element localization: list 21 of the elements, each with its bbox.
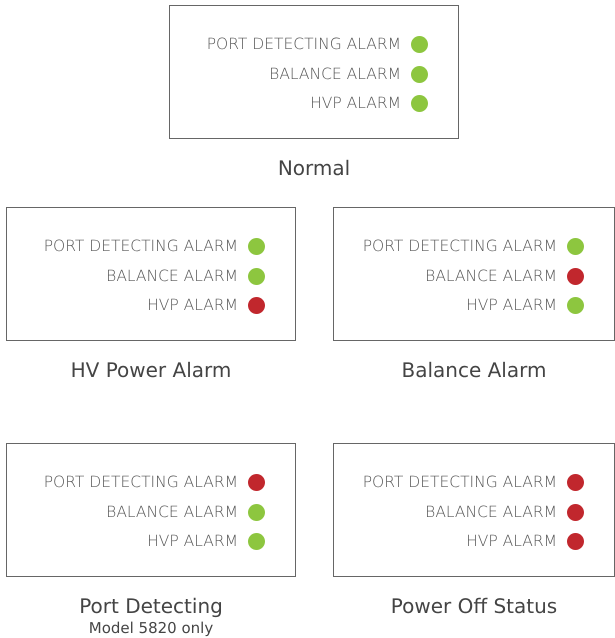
panel-note: Model 5820 only: [88, 619, 214, 637]
panel-caption: Power Off Status: [390, 593, 558, 619]
alarm-label: PORT DETECTING ALARM: [362, 472, 557, 492]
alarm-label: BALANCE ALARM: [106, 266, 238, 286]
alarm-label: BALANCE ALARM: [425, 266, 557, 286]
panel-caption: Port Detecting: [78, 593, 224, 619]
alarm-label: HVP ALARM: [310, 93, 401, 113]
alarm-label: HVP ALARM: [147, 531, 238, 551]
alarm-label: PORT DETECTING ALARM: [362, 236, 557, 256]
panel-caption: Balance Alarm: [400, 357, 548, 383]
alarm-label: BALANCE ALARM: [269, 64, 401, 84]
alarm-label: HVP ALARM: [466, 531, 557, 551]
alarm-label: PORT DETECTING ALARM: [44, 472, 238, 492]
alarm-label: HVP ALARM: [147, 295, 238, 315]
panel-caption: Normal: [276, 155, 352, 181]
alarm-label: BALANCE ALARM: [425, 502, 557, 522]
alarm-label: PORT DETECTING ALARM: [206, 34, 401, 54]
panel-caption: HV Power Alarm: [70, 357, 232, 383]
alarm-label: PORT DETECTING ALARM: [44, 236, 238, 256]
alarm-label: BALANCE ALARM: [106, 502, 238, 522]
alarm-label: HVP ALARM: [466, 295, 557, 315]
